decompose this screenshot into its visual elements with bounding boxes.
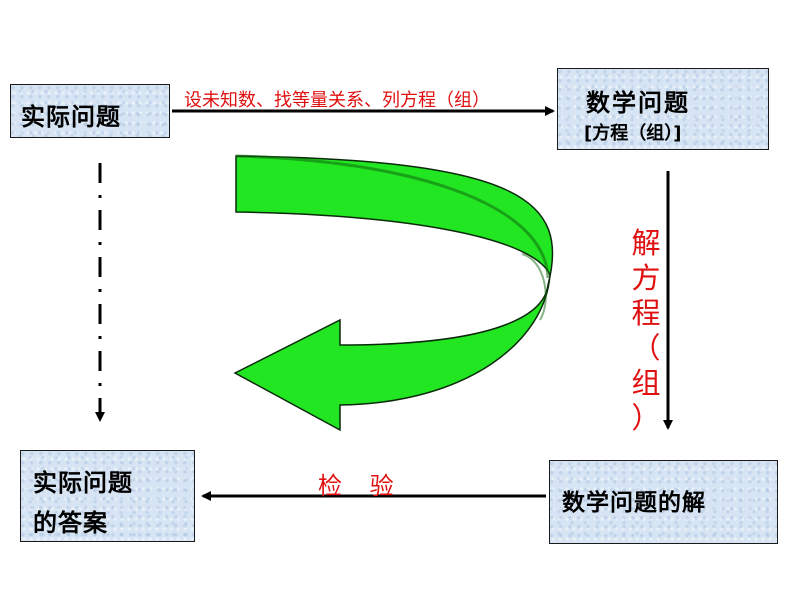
curved-arrow: [233, 154, 554, 432]
solve-char: 方: [631, 261, 661, 295]
solve-label: 解 方 程 （ 组 ）: [626, 226, 666, 436]
box-math-solution: 数学问题的解: [549, 460, 778, 544]
math-problem-title: 数学问题: [586, 89, 690, 117]
math-solution-label: 数学问题的解: [562, 490, 706, 516]
practical-problem-label: 实际问题: [21, 103, 121, 131]
solve-char: 解: [631, 226, 661, 260]
answer-line-1: 实际问题: [33, 469, 133, 497]
solve-char: ）: [631, 401, 661, 435]
verify-label: 检 验: [318, 472, 404, 500]
math-problem-subtitle: [方程（组）]: [584, 123, 682, 144]
answer-line-2: 的答案: [33, 509, 108, 537]
box-practical-problem: 实际问题: [10, 84, 170, 138]
solve-char: （: [631, 331, 661, 365]
box-practical-answer: 实际问题 的答案: [20, 450, 195, 542]
formulate-label: 设未知数、找等量关系、列方程（组）: [184, 90, 490, 111]
solve-char: 程: [631, 296, 661, 330]
box-math-problem: 数学问题 [方程（组）]: [557, 68, 769, 150]
solve-char: 组: [631, 366, 661, 400]
